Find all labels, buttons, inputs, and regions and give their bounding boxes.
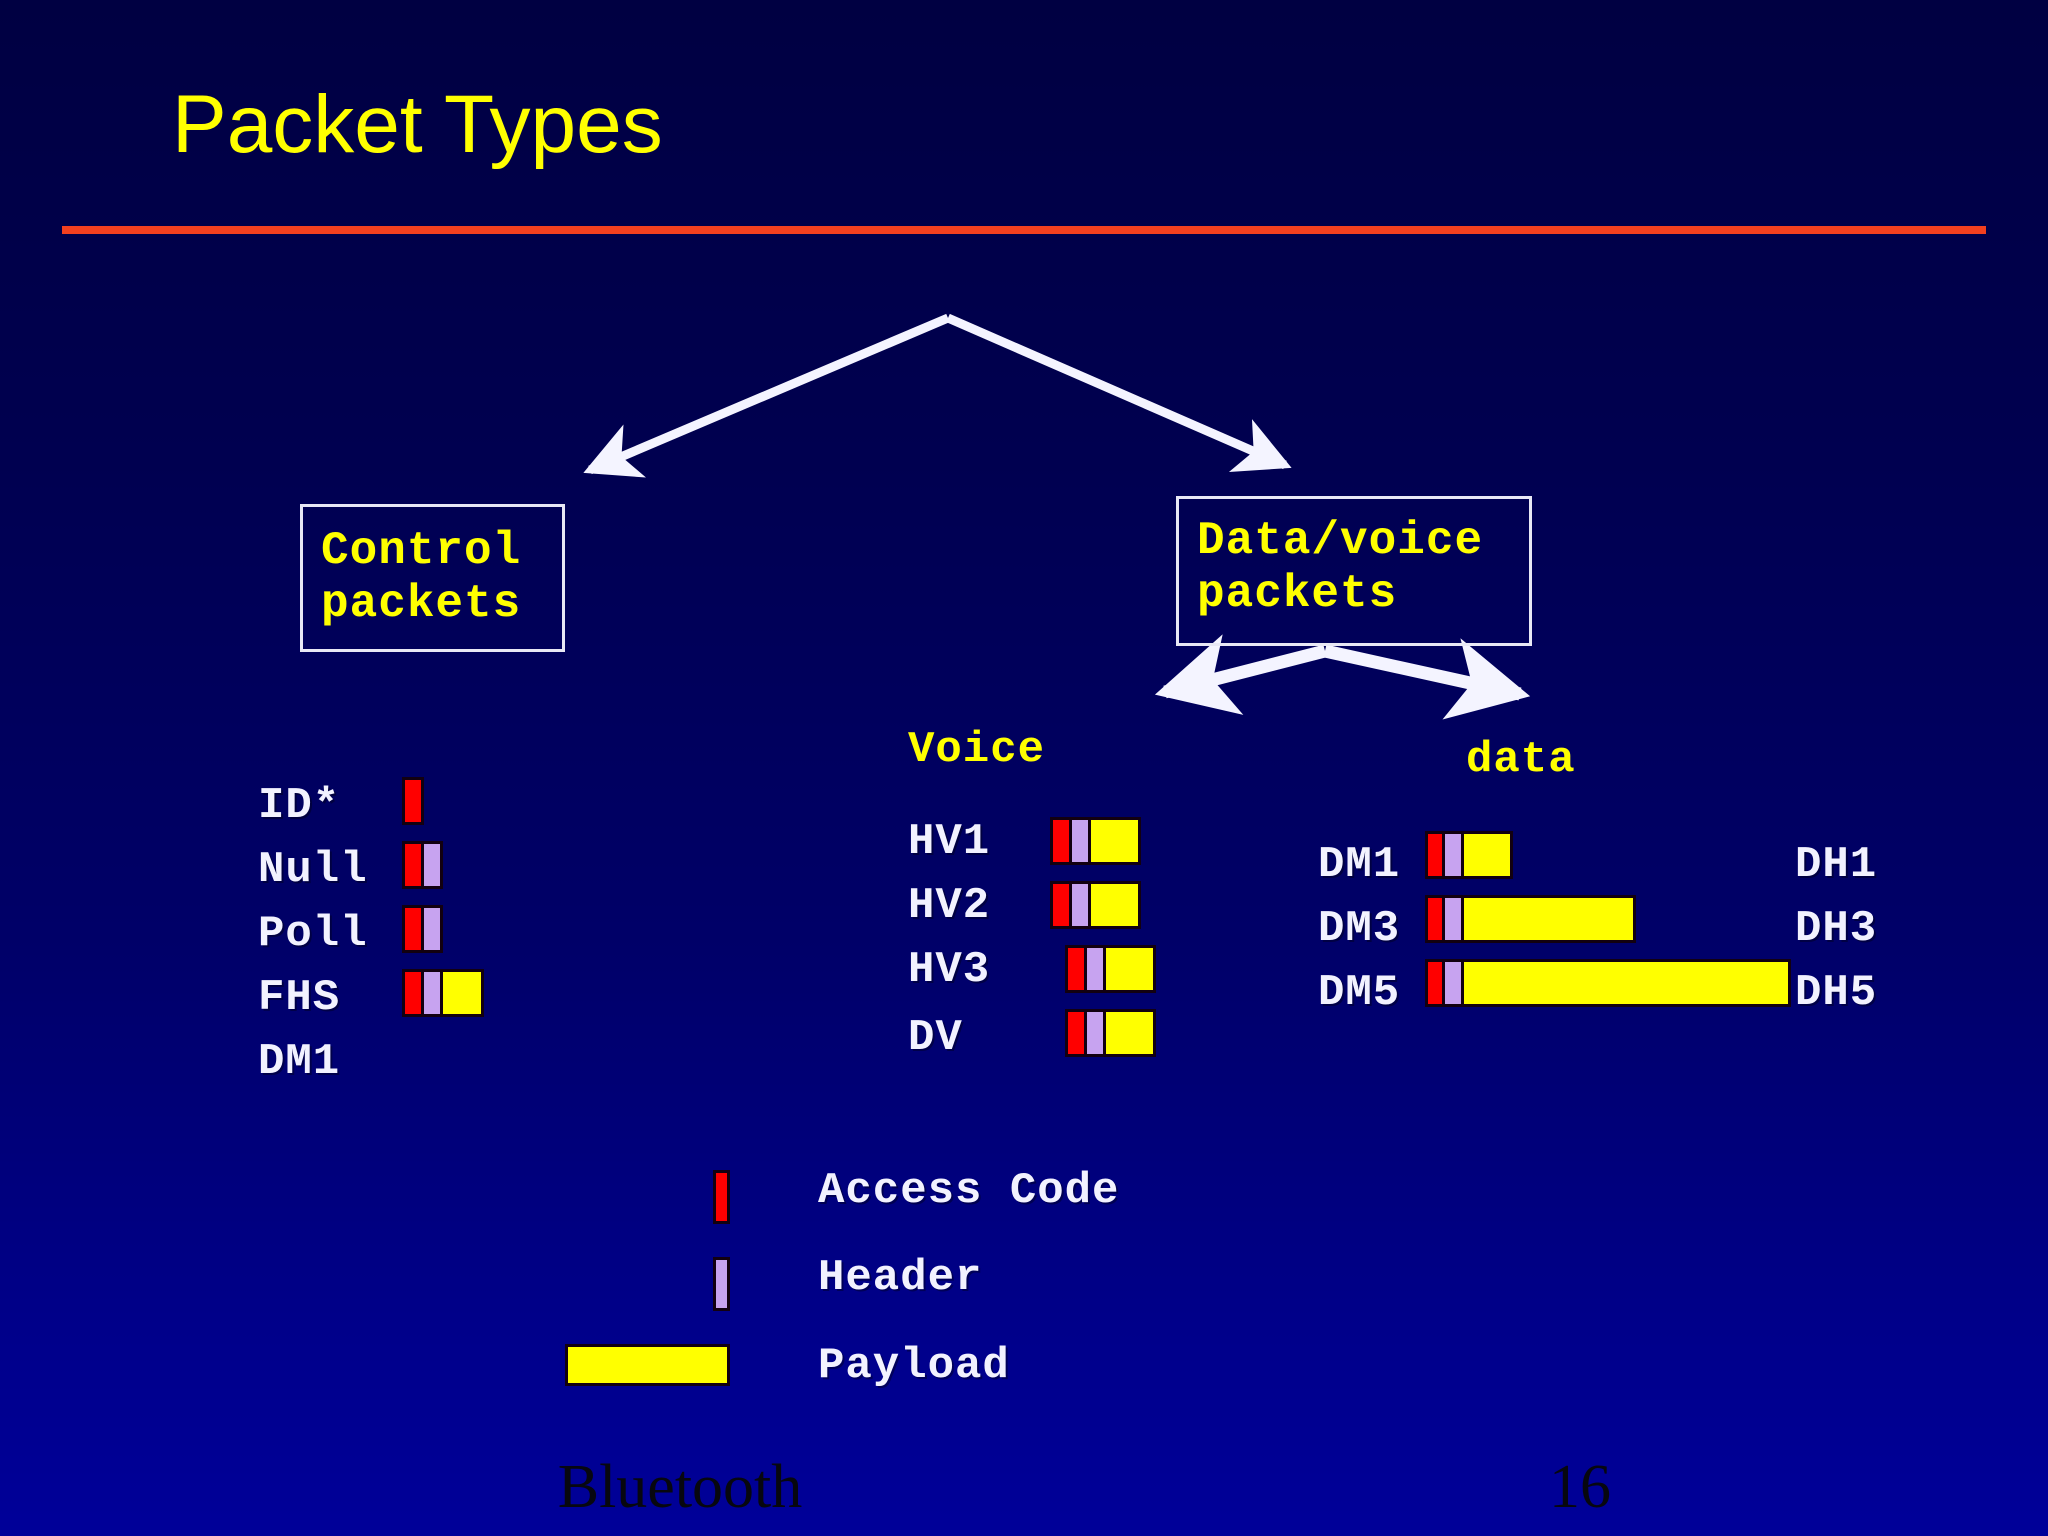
voice-label-hv1: HV1 bbox=[908, 817, 991, 867]
control-box-line2: packets bbox=[321, 577, 522, 630]
heading-voice: Voice bbox=[908, 725, 1046, 775]
control-label-null: Null bbox=[258, 845, 368, 895]
data-bar-dm3-dh3 bbox=[1425, 895, 1636, 943]
segment-payload bbox=[1461, 895, 1636, 943]
data-label-dm1: DM1 bbox=[1318, 840, 1401, 890]
segment-header bbox=[421, 905, 443, 953]
segment-payload bbox=[1461, 831, 1513, 879]
title-divider-rule bbox=[62, 226, 1986, 234]
voice-bar-hv2 bbox=[1050, 881, 1141, 929]
data-label-dm3: DM3 bbox=[1318, 904, 1401, 954]
segment-payload bbox=[1088, 817, 1141, 865]
voice-bar-hv3 bbox=[1065, 945, 1156, 993]
legend-swatch-header bbox=[713, 1257, 730, 1311]
segment-payload bbox=[1088, 881, 1141, 929]
control-label-dm1: DM1 bbox=[258, 1037, 341, 1087]
legend-label-access-code: Access Code bbox=[818, 1166, 1120, 1216]
segment-payload bbox=[440, 969, 484, 1017]
segment-payload bbox=[1103, 1009, 1156, 1057]
voice-label-hv3: HV3 bbox=[908, 945, 991, 995]
node-data-voice-packets[interactable]: Data/voice packets bbox=[1176, 496, 1532, 646]
legend-swatch-payload bbox=[565, 1344, 730, 1386]
voice-bar-dv bbox=[1065, 1009, 1156, 1057]
data-label-dh5: DH5 bbox=[1795, 968, 1878, 1018]
control-label-fhs: FHS bbox=[258, 973, 341, 1023]
datavoice-box-line1: Data/voice bbox=[1197, 515, 1484, 567]
control-bar-id bbox=[402, 777, 424, 825]
segment-payload bbox=[1103, 945, 1156, 993]
heading-data: data bbox=[1466, 735, 1576, 785]
footer-brand: Bluetooth bbox=[557, 1453, 803, 1521]
control-bar-poll bbox=[402, 905, 443, 953]
data-bar-dm5-dh5 bbox=[1425, 959, 1791, 1007]
control-label-id: ID* bbox=[258, 781, 341, 831]
control-label-poll: Poll bbox=[258, 909, 368, 959]
voice-label-hv2: HV2 bbox=[908, 881, 991, 931]
legend-label-header: Header bbox=[818, 1253, 983, 1303]
data-bar-dm1-dh1 bbox=[1425, 831, 1513, 879]
node-control-packets[interactable]: Control packets bbox=[300, 504, 565, 652]
page-title: Packet Types bbox=[172, 79, 663, 170]
control-bar-fhs bbox=[402, 969, 484, 1017]
voice-label-dv: DV bbox=[908, 1013, 963, 1063]
segment-header bbox=[421, 841, 443, 889]
segment-payload bbox=[1461, 959, 1791, 1007]
footer-page-number: 16 bbox=[1549, 1453, 1611, 1521]
legend-label-payload: Payload bbox=[818, 1341, 1010, 1391]
data-label-dh1: DH1 bbox=[1795, 840, 1878, 890]
data-label-dm5: DM5 bbox=[1318, 968, 1401, 1018]
voice-bar-hv1 bbox=[1050, 817, 1141, 865]
datavoice-box-line2: packets bbox=[1197, 567, 1398, 620]
data-label-dh3: DH3 bbox=[1795, 904, 1878, 954]
segment-access-code bbox=[402, 777, 424, 825]
control-box-line1: Control bbox=[321, 525, 522, 577]
control-bar-null bbox=[402, 841, 443, 889]
legend-swatch-access-code bbox=[713, 1170, 730, 1224]
